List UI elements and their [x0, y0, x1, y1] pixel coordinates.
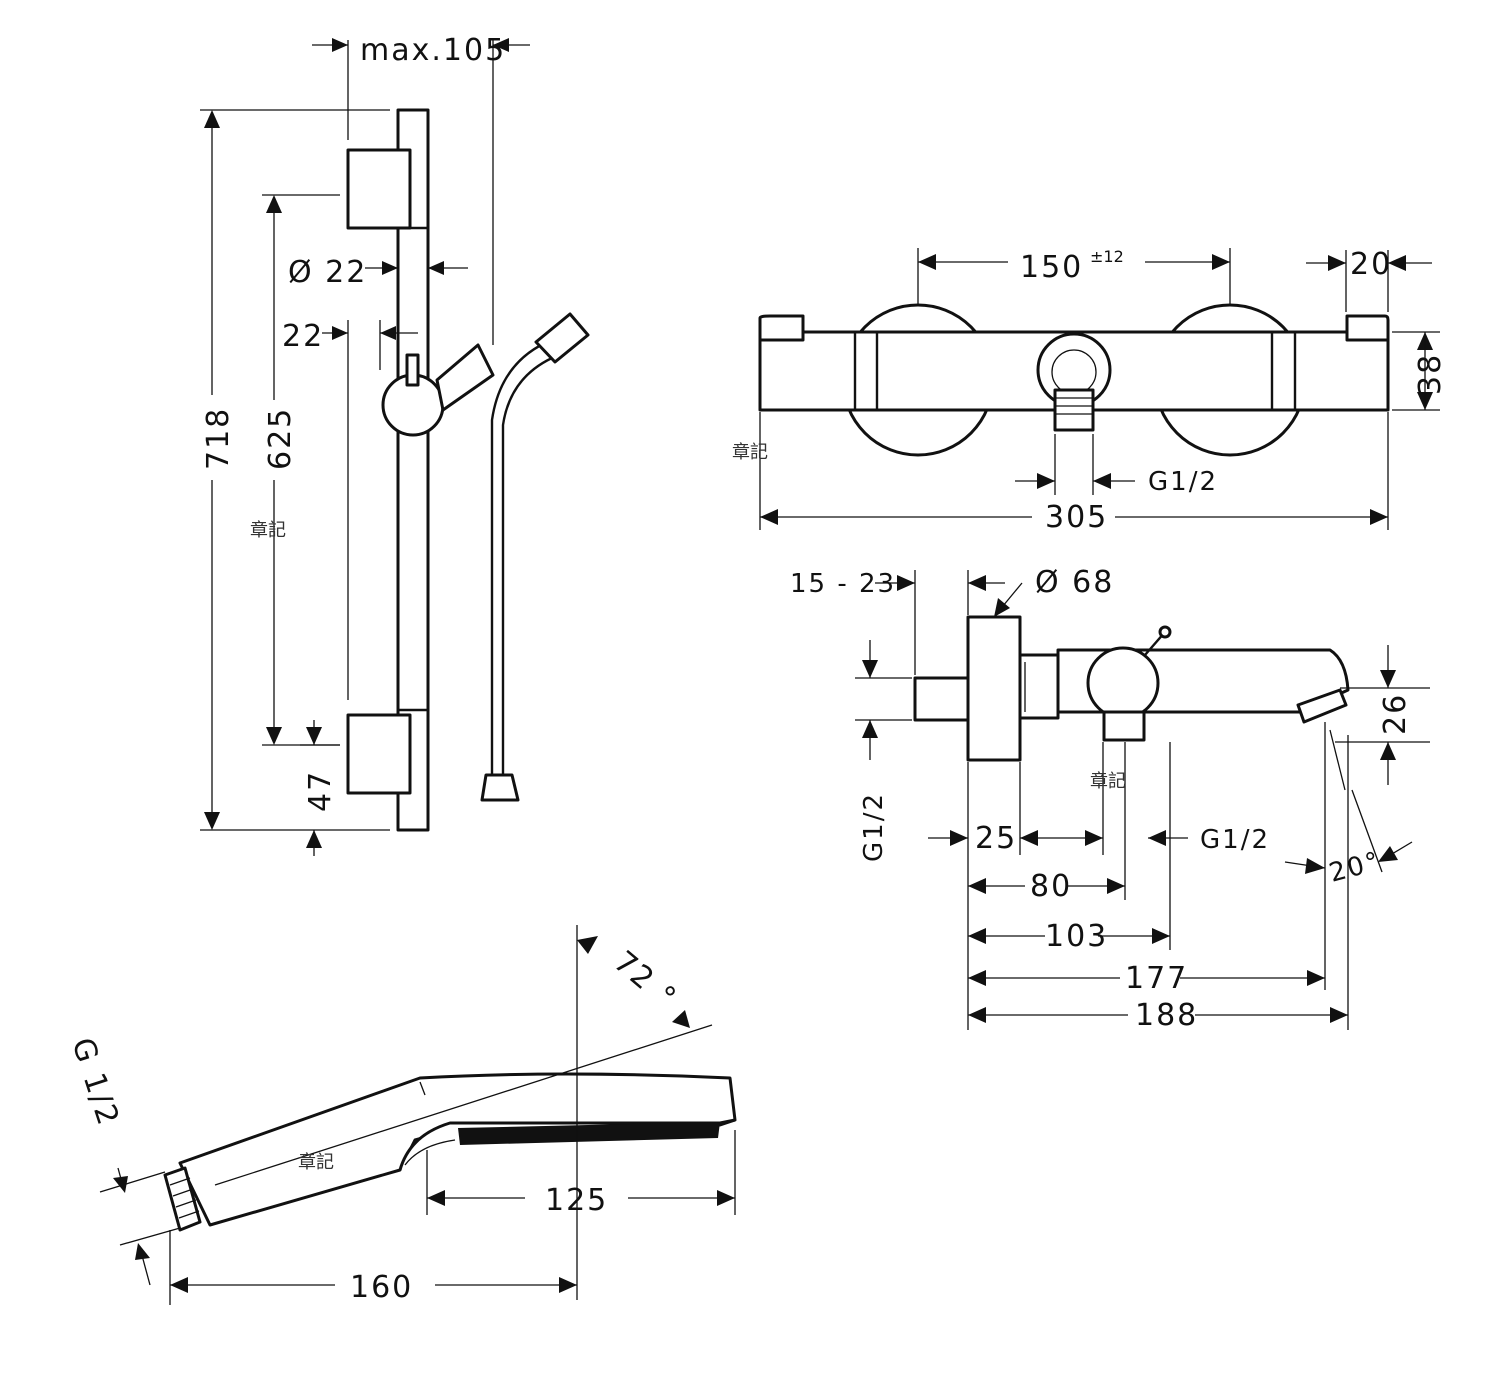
hose	[490, 341, 547, 782]
dim-125: 125	[545, 1183, 608, 1218]
dim-angle-72: 72 °	[607, 944, 684, 1016]
shower-rail-view: max.105 718 625 Ø 22 22	[200, 33, 590, 856]
dim-160: 160	[350, 1270, 413, 1305]
left-handle	[758, 314, 805, 342]
wall-flange	[966, 615, 1022, 762]
thermostat-front-view: 150 ±12 20 38 G1/2 305 章記	[732, 247, 1448, 535]
dim-38: 38	[1413, 353, 1448, 395]
slider-lever	[405, 353, 420, 387]
dim-15-23: 15 - 23	[790, 569, 896, 599]
dim-103: 103	[1045, 919, 1108, 954]
spray-nozzles	[458, 1122, 720, 1145]
inlet-connector	[913, 676, 970, 722]
dim-80: 80	[1030, 869, 1072, 904]
dim-47: 47	[303, 770, 338, 812]
dim-177: 177	[1125, 961, 1188, 996]
dim-25: 25	[975, 821, 1017, 856]
hand-shower-view: 72 ° G 1/2 125 160 章記	[64, 925, 737, 1305]
outlet-nozzle	[1053, 388, 1095, 432]
dim-20: 20	[1350, 247, 1392, 282]
dim-150: 150	[1020, 250, 1083, 285]
watermark-rail: 章記	[250, 520, 286, 541]
dim-g12-left: G1/2	[859, 792, 889, 862]
thermostat-side-view: 15 - 23 Ø 68 G1/2 26	[790, 565, 1430, 1033]
hose-head	[534, 312, 590, 364]
dim-g12-front: G1/2	[1148, 467, 1218, 497]
dim-g12-right: G1/2	[1200, 825, 1270, 855]
dim-g12-hand: G 1/2	[64, 1034, 125, 1131]
rail-bar	[396, 108, 430, 832]
watermark-hand: 章記	[298, 1152, 334, 1173]
slider-holder	[435, 343, 495, 412]
dim-625: 625	[263, 407, 298, 470]
dim-188: 188	[1135, 998, 1198, 1033]
bottom-bracket	[346, 713, 412, 795]
top-bracket	[346, 148, 412, 230]
watermark-front: 章記	[732, 442, 768, 463]
side-nut	[1018, 653, 1060, 720]
dim-angle-20: 20°	[1326, 846, 1384, 888]
side-bottom-nut	[1102, 710, 1146, 742]
dim-718: 718	[201, 407, 236, 470]
watermark-side: 章記	[1090, 771, 1126, 792]
side-knob	[1086, 646, 1160, 720]
dim-150-tolerance: ±12	[1090, 247, 1124, 266]
side-outlet	[1296, 688, 1348, 724]
dim-dia-22: Ø 22	[288, 255, 367, 290]
hose-nut	[480, 773, 520, 802]
dim-max-105: max.105	[360, 33, 506, 68]
dim-305: 305	[1045, 500, 1108, 535]
dim-dia-68: Ø 68	[1035, 565, 1114, 600]
dim-26: 26	[1378, 693, 1413, 735]
right-handle	[1345, 314, 1390, 342]
dim-22: 22	[282, 319, 324, 354]
